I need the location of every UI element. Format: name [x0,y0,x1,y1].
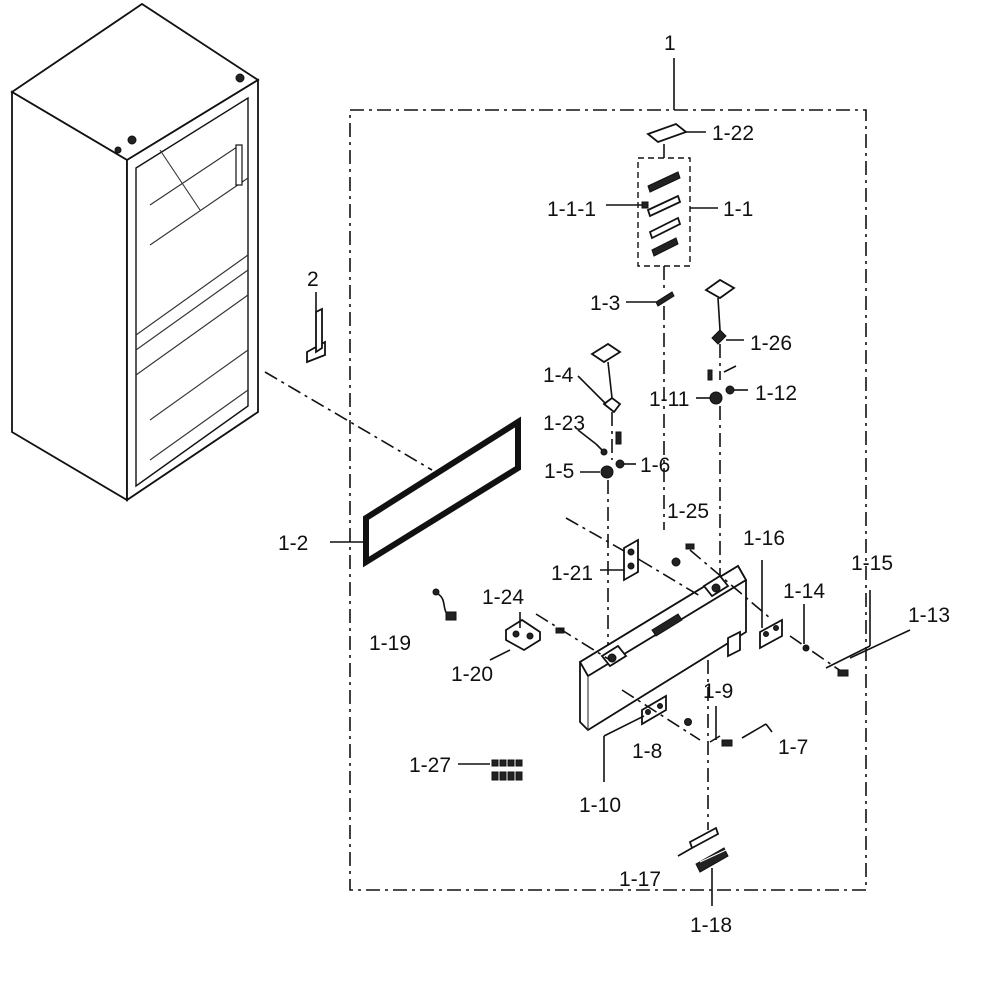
part-1-20-bracket [505,618,541,652]
part-1-13-screw [837,669,849,677]
label-1-1: 1-1 [723,198,753,221]
part-1-8-washer [684,718,692,726]
part-1-16-plate [759,618,783,650]
label-1-6: 1-6 [640,454,670,477]
label-1-7: 1-7 [778,736,808,759]
label-1-16: 1-16 [743,527,785,550]
part-right-hinge-cover [704,278,736,300]
part-1-1-plates [641,171,682,257]
part-1-27-screws [491,759,523,781]
part-right-screws [707,365,737,381]
label-1-20: 1-20 [451,663,493,686]
label-1-8: 1-8 [632,740,662,763]
part-1-12-washer [725,385,735,395]
refrigerator-cabinet [10,2,260,502]
label-1-22: 1-22 [712,122,754,145]
part-1-25-screw [671,543,695,567]
part-1-19-wire [432,588,457,621]
label-1-18: 1-18 [690,914,732,937]
label-1-19: 1-19 [369,632,411,655]
part-1-4-bushing [602,396,622,414]
part-1-26-bushing [711,329,727,345]
part-1-11-nut [709,391,723,405]
label-1-27: 1-27 [409,754,451,777]
label-1-5: 1-5 [544,460,574,483]
label-1-15: 1-15 [851,552,893,575]
label-1-10: 1-10 [579,794,621,817]
label-1-1-1: 1-1-1 [547,198,596,221]
label-1-9: 1-9 [703,680,733,703]
part-2-bracket [306,292,326,364]
label-1: 1 [664,32,676,55]
label-1-23: 1-23 [543,412,585,435]
label-1-12: 1-12 [755,382,797,405]
label-1-17: 1-17 [619,868,661,891]
label-1-13: 1-13 [908,604,950,627]
label-1-4: 1-4 [543,364,574,387]
door-handle-bracket [578,564,748,732]
label-1-14: 1-14 [783,580,825,603]
part-1-17-shim [688,826,720,850]
part-left-hinge-cover [590,342,622,364]
label-1-3: 1-3 [590,292,620,315]
label-1-11: 1-11 [649,388,689,411]
label-2: 2 [307,268,319,291]
part-1-3-shim [655,291,675,307]
label-1-26: 1-26 [750,332,792,355]
part-1-21-hinge-plate [623,538,639,582]
part-1-6-washer [615,459,625,469]
part-1-22-cover [646,122,688,144]
part-1-23-screws [595,431,622,456]
part-1-18-spring [695,847,729,873]
label-1-21: 1-21 [551,562,593,585]
part-1-5-nut [600,465,614,479]
label-1-25: 1-25 [667,500,709,523]
label-1-2: 1-2 [278,532,308,555]
label-1-24: 1-24 [482,586,524,609]
part-1-7-screw [721,739,733,747]
part-1-2-gasket [363,416,521,568]
